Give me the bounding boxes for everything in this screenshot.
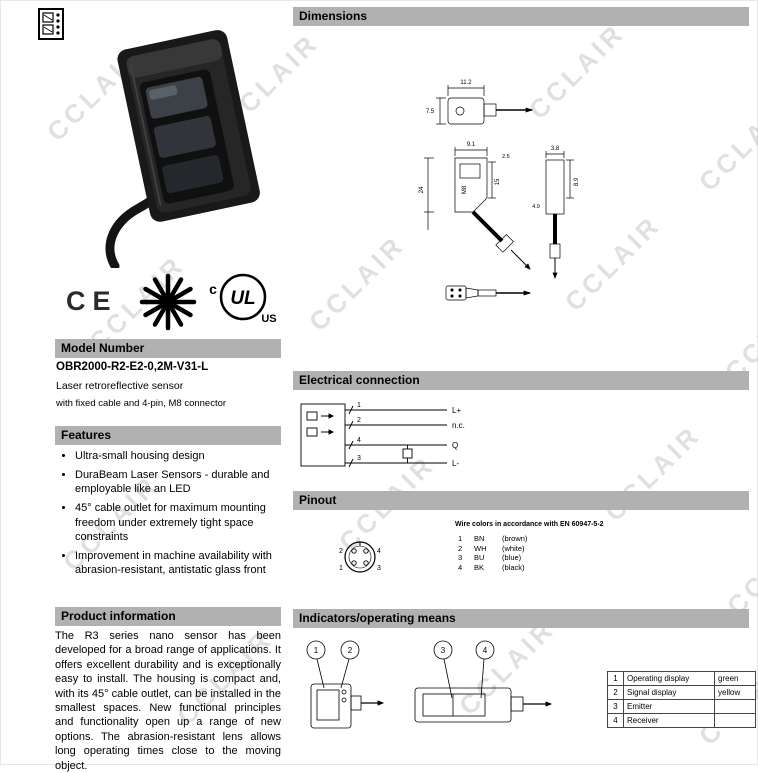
section-header-dimensions: Dimensions (293, 7, 749, 26)
model-description: with fixed cable and 4-pin, M8 connector (56, 398, 227, 409)
indicator-row: 3 Emitter (607, 699, 756, 714)
section-header-product-information: Product information (55, 607, 281, 626)
pin-face-number: 3 (377, 565, 381, 572)
indicator-label: Operating display (623, 671, 715, 686)
indicator-number: 3 (607, 699, 624, 714)
pin-face-number: 4 (377, 548, 381, 555)
wire-color-row: 2 WH (white) (458, 544, 562, 554)
wire-pin-number: 3 (458, 553, 463, 562)
wire-color-row: 4 BK (black) (458, 563, 562, 573)
pin-face-number: 1 (339, 565, 343, 572)
dim-label: 4.9 (532, 204, 540, 210)
ul-listed-mark: UL c US (209, 273, 277, 325)
section-header-pinout: Pinout (293, 491, 749, 510)
indicator-number: 1 (607, 671, 624, 686)
wire-label: Q (452, 441, 458, 450)
indicator-color: yellow (714, 685, 756, 700)
watermark: CCLAIR (598, 419, 707, 527)
wire-pin-number: 4 (458, 562, 463, 572)
wire-number: 3 (357, 455, 361, 462)
feature-item: Ultra-small housing design (75, 449, 291, 464)
dim-label: 2.5 (502, 154, 510, 160)
indicator-row: 1 Operating display green (607, 671, 756, 686)
wire-color-name: (white) (502, 543, 525, 553)
indicator-label: Receiver (623, 713, 715, 728)
svg-text:c: c (209, 281, 217, 297)
wire-label: L- (452, 459, 459, 468)
wire-color-row: 1 BN (brown) (458, 534, 562, 544)
dim-label: 15 (495, 178, 501, 185)
wire-color-table: 1 BN (brown) 2 WH (white) 3 BU (blue) 4 … (458, 534, 562, 572)
wire-pin-number: 1 (458, 534, 463, 543)
callout-number: 1 (314, 646, 319, 655)
indicators-drawing: 1 2 3 4 (306, 640, 553, 729)
wire-pin-number: 2 (458, 543, 463, 553)
pin-face-number: 2 (339, 548, 343, 555)
model-subtitle: Laser retroreflective sensor (56, 380, 184, 392)
indicator-color (714, 699, 756, 714)
product-information-text: The R3 series nano sensor has been devel… (55, 630, 281, 772)
sensor-pictogram-icon (38, 8, 64, 40)
ce-mark: CE (66, 286, 118, 316)
section-header-indicators: Indicators/operating means (293, 609, 749, 628)
wire-number: 1 (357, 402, 361, 409)
wire-color-code: WH (474, 543, 487, 553)
watermark: CCLAIR (692, 89, 758, 197)
feature-item: Improvement in machine availability with… (75, 549, 291, 578)
wire-color-name: (black) (502, 562, 525, 572)
callout-number: 3 (441, 646, 446, 655)
wire-colors-note: Wire colors in accordance with EN 60947-… (455, 521, 604, 528)
indicators-table: 1 Operating display green 2 Signal displ… (607, 671, 756, 728)
indicator-number: 2 (607, 685, 624, 700)
wire-color-row: 3 BU (blue) (458, 553, 562, 563)
wiring-diagram: 1 2 4 3 L+ n.c. Q L- (300, 402, 465, 468)
laser-warning-icon (139, 273, 197, 331)
indicator-number: 4 (607, 713, 624, 728)
wire-color-code: BK (474, 562, 485, 572)
dim-label: 9.1 (467, 142, 476, 148)
indicator-color (714, 713, 756, 728)
wire-label: L+ (452, 406, 461, 415)
wire-color-code: BU (474, 553, 485, 562)
svg-text:US: US (261, 313, 276, 325)
indicator-label: Signal display (623, 685, 715, 700)
feature-item: 45° cable outlet for maximum mounting fr… (75, 501, 291, 545)
wire-color-name: (blue) (502, 553, 522, 562)
indicator-color: green (714, 671, 756, 686)
dim-label: 24 (419, 186, 425, 193)
wire-label: n.c. (452, 421, 465, 430)
indicator-row: 4 Receiver (607, 713, 756, 728)
svg-text:UL: UL (230, 288, 255, 309)
dim-label: 7.5 (426, 109, 435, 115)
model-number: OBR2000-R2-E2-0,2M-V31-L (56, 361, 209, 373)
callout-number: 4 (483, 646, 488, 655)
section-header-electrical-connection: Electrical connection (293, 371, 749, 390)
callout-number: 2 (348, 646, 353, 655)
wire-number: 4 (357, 437, 361, 444)
dim-label: 3.8 (551, 146, 560, 152)
section-header-model-number: Model Number (55, 339, 281, 358)
wire-number: 2 (357, 417, 361, 424)
indicator-label: Emitter (623, 699, 715, 714)
dim-label: 11.2 (460, 80, 472, 86)
dim-label: 8.9 (574, 177, 580, 186)
dim-label: M8 (462, 185, 468, 194)
features-list: Ultra-small housing design DuraBeam Lase… (62, 449, 291, 582)
product-photo (105, 30, 260, 268)
dimensions-drawing: 11.2 7.5 9.1 M8 15 2.5 24 3.8 8.9 4.9 (419, 80, 580, 301)
wire-color-name: (brown) (502, 534, 528, 543)
indicator-row: 2 Signal display yellow (607, 685, 756, 700)
feature-item: DuraBeam Laser Sensors - durable and emp… (75, 468, 291, 497)
pinout-connector-diagram: 2 4 1 3 (339, 541, 381, 573)
watermark: CCLAIR (720, 513, 758, 621)
section-header-features: Features (55, 426, 281, 445)
wire-color-code: BN (474, 534, 485, 543)
